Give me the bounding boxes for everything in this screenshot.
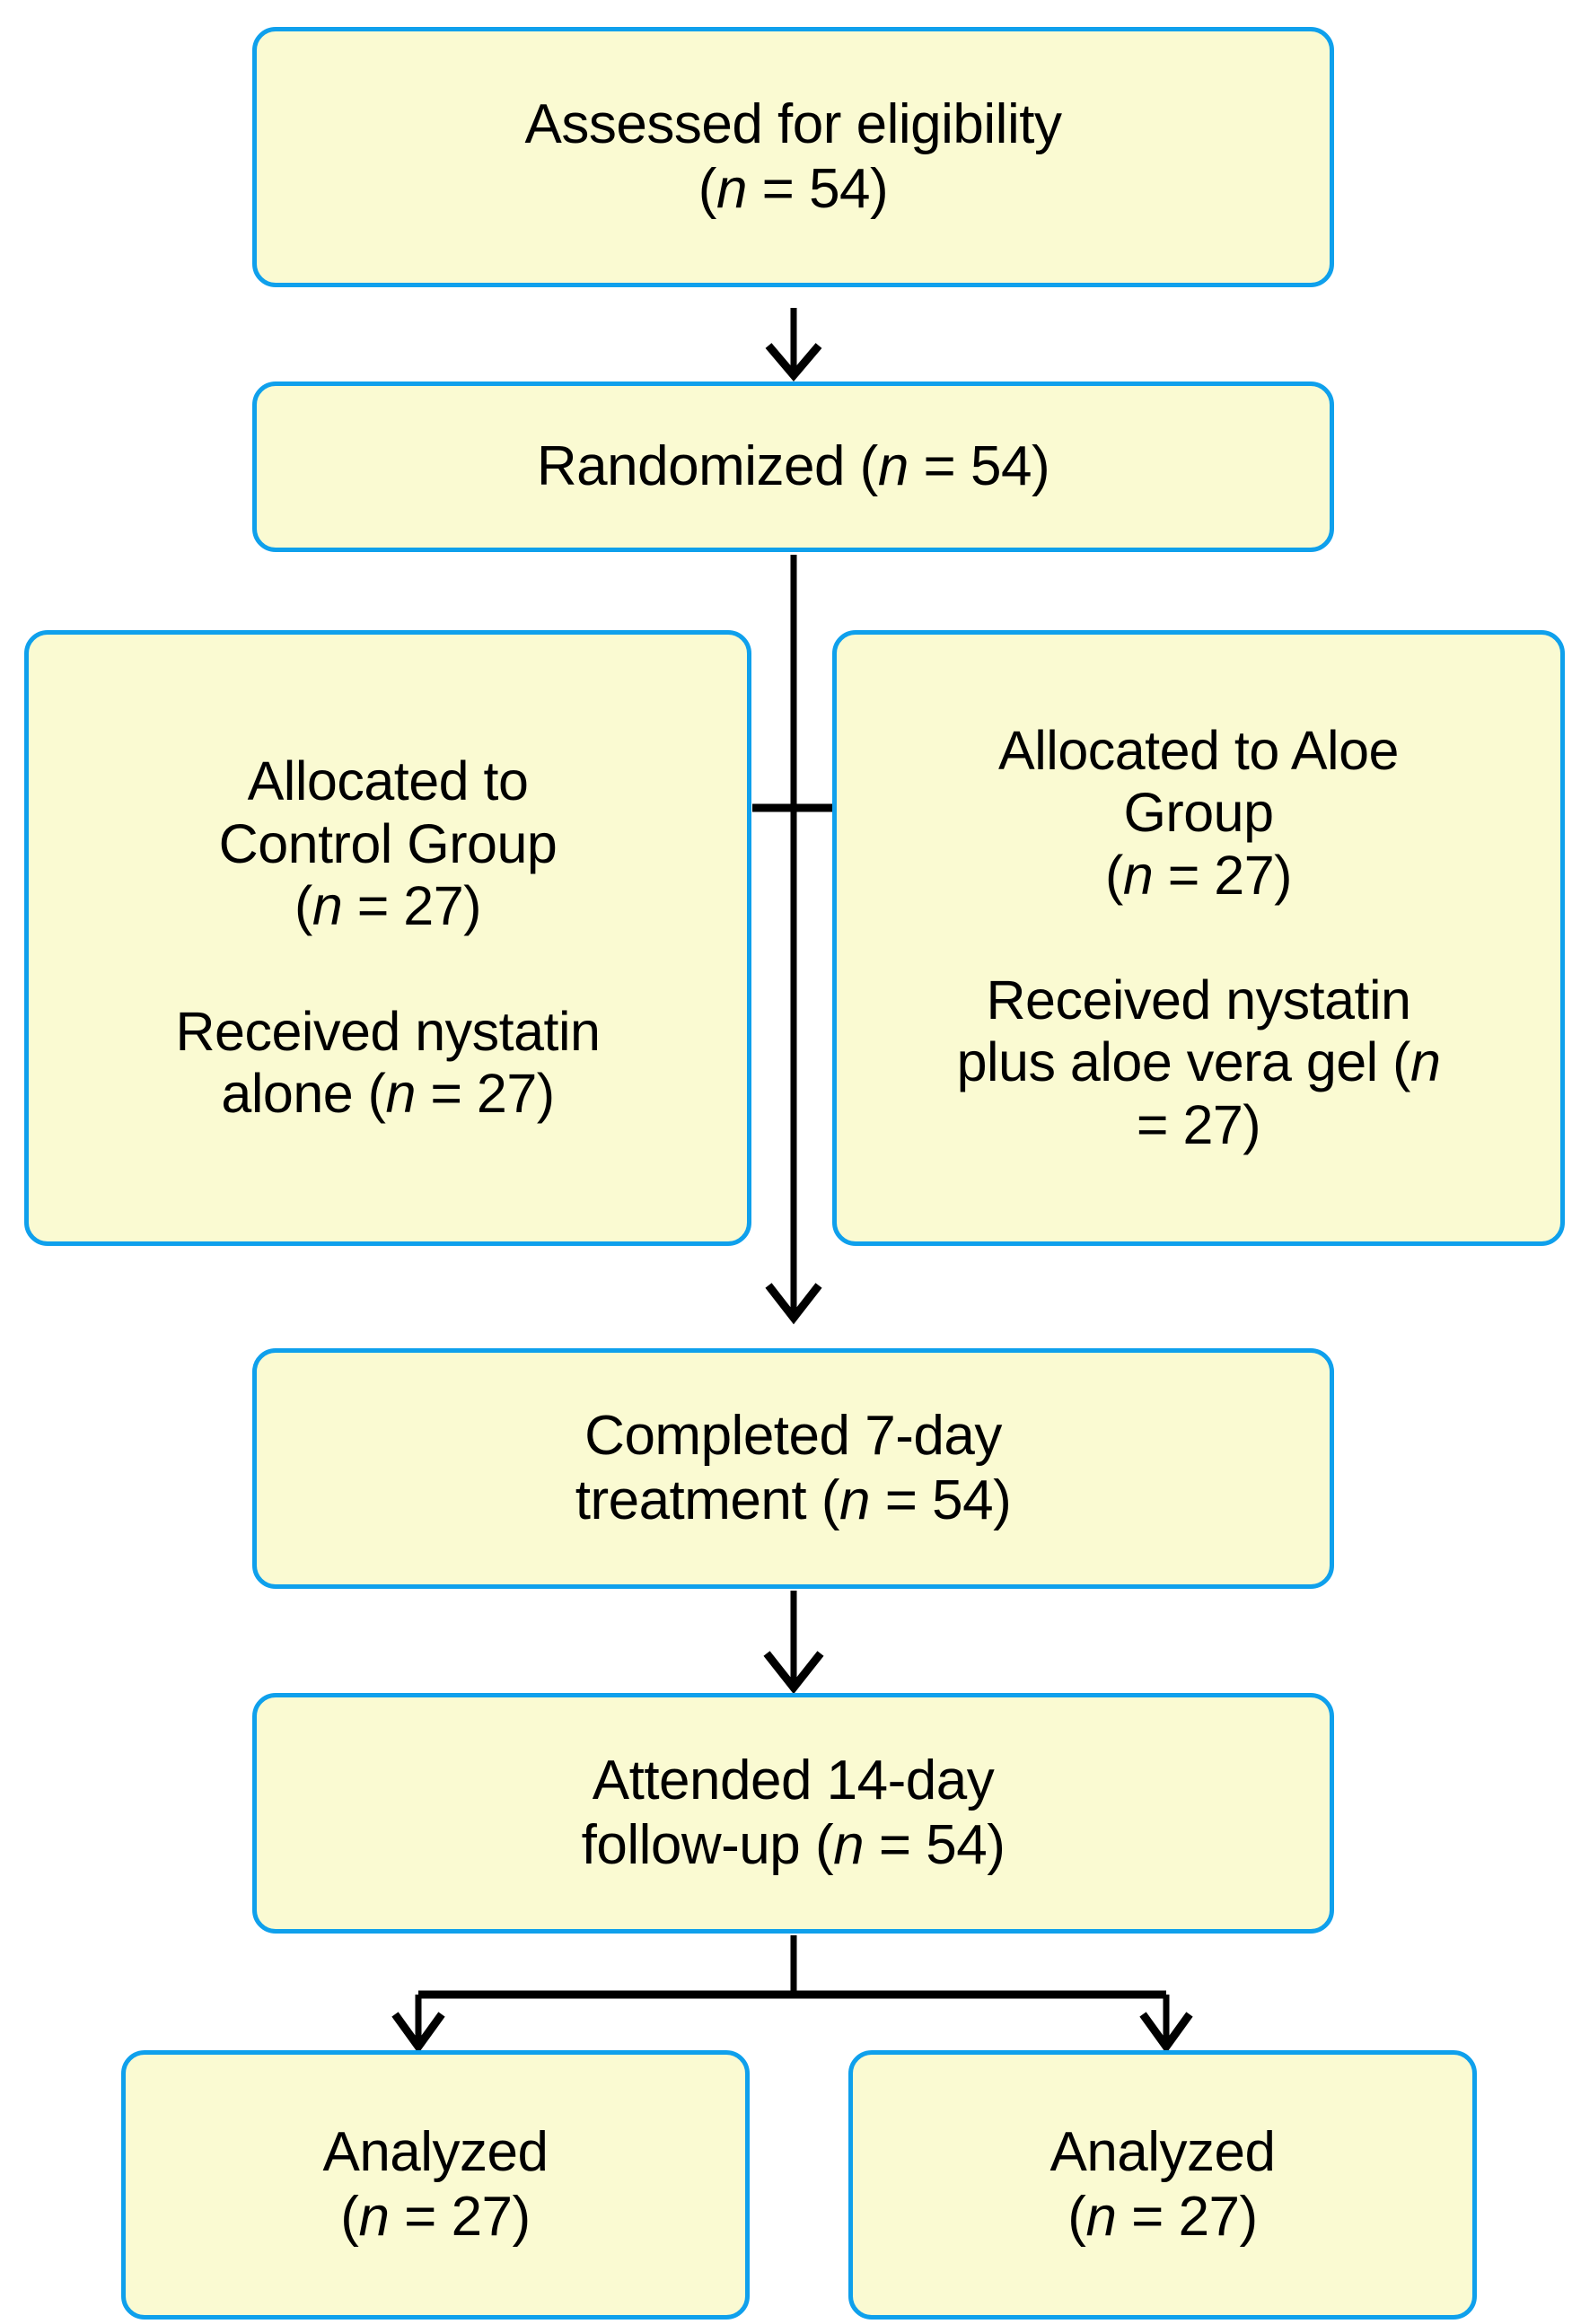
node-randomized[interactable]: Randomized (n = 54): [252, 381, 1334, 552]
node-assessed-for-eligibility[interactable]: Assessed for eligibility(n = 54): [252, 27, 1334, 287]
node-analyzed-right-label: Analyzed(n = 27): [1049, 2121, 1276, 2248]
arrow-completed-to-followup: [763, 1591, 824, 1695]
node-assessed-label: Assessed for eligibility(n = 54): [524, 93, 1062, 220]
node-analyzed-left-label: Analyzed(n = 27): [322, 2121, 549, 2248]
node-analyzed-control[interactable]: Analyzed(n = 27): [121, 2050, 750, 2320]
connector-randomized-to-allocation: [752, 555, 835, 1318]
arrow-allocation-to-completed: [765, 1283, 822, 1325]
arrow-assessed-to-randomized: [765, 308, 822, 381]
node-analyzed-aloe[interactable]: Analyzed(n = 27): [848, 2050, 1477, 2320]
node-randomized-label: Randomized (n = 54): [536, 435, 1050, 498]
connector-followup-to-analyzed: [391, 1935, 1193, 2054]
